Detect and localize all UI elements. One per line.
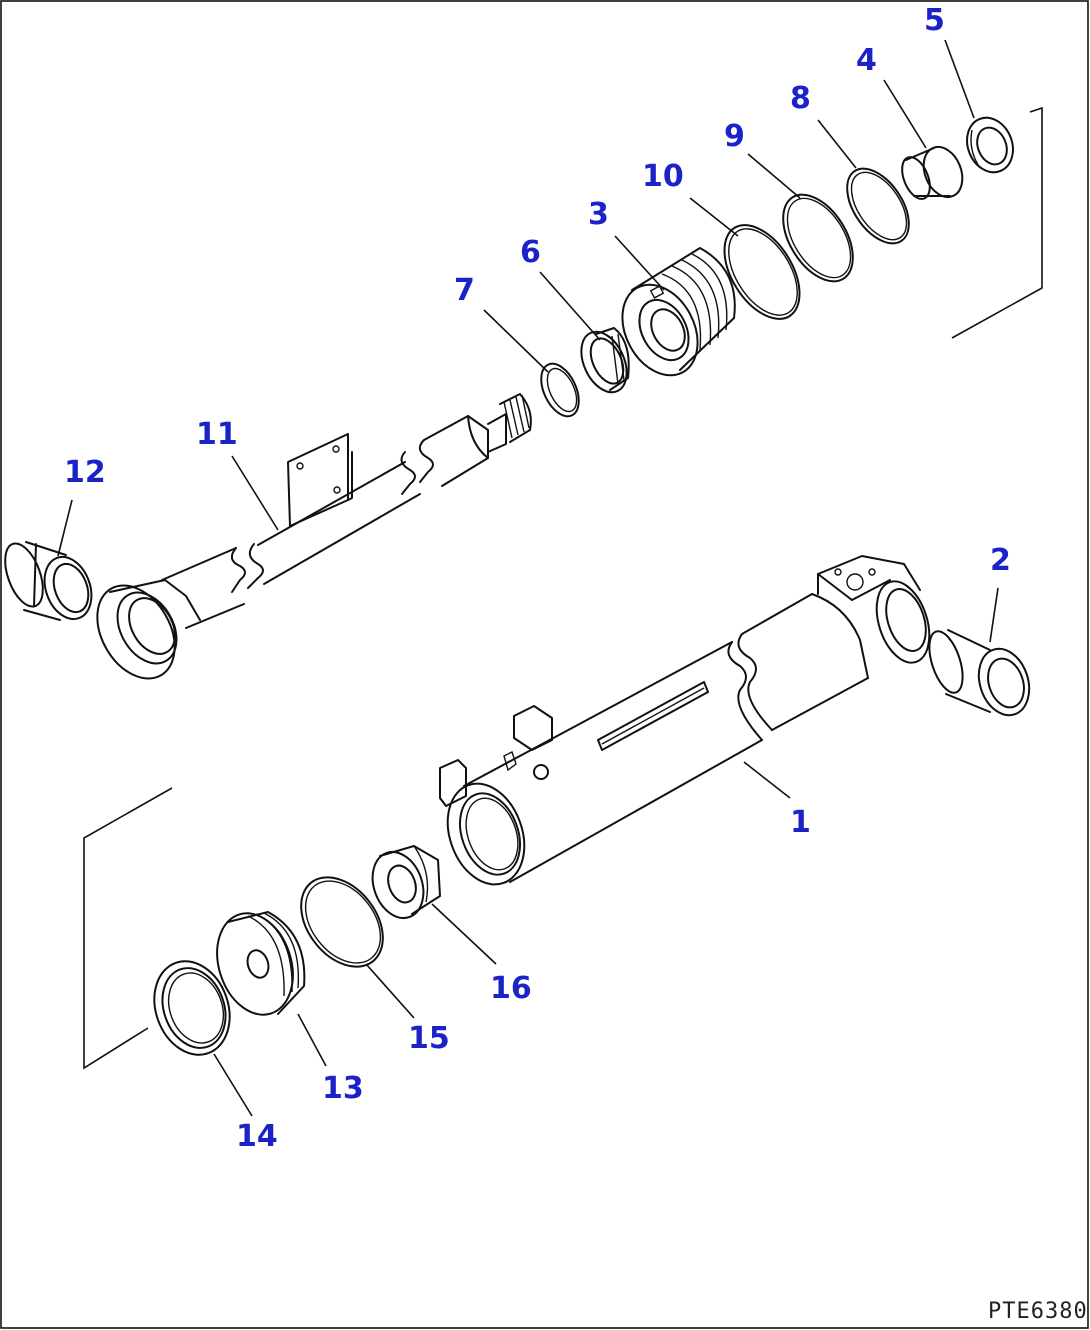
snap-ring xyxy=(540,362,580,418)
callout-16: 16 xyxy=(490,971,532,1006)
piston-group-bracket-top xyxy=(951,106,1043,339)
callout-14: 14 xyxy=(236,1119,278,1154)
piston-group-bracket-bottom xyxy=(83,787,173,1070)
piston-ring-10-inner xyxy=(728,228,798,316)
callout-3: 3 xyxy=(588,197,609,232)
rod-nut xyxy=(580,327,630,394)
piston-ring-8-inner xyxy=(850,171,908,241)
rod-bushing xyxy=(4,541,93,621)
head-body xyxy=(216,911,306,1016)
piston-ring-9 xyxy=(782,193,854,283)
callout-13: 13 xyxy=(322,1071,364,1106)
callout-11: 11 xyxy=(196,417,238,452)
callout-4: 4 xyxy=(856,43,877,78)
callout-5: 5 xyxy=(924,3,945,38)
seal-ring xyxy=(153,960,231,1056)
piston-ring-10 xyxy=(723,224,801,320)
callout-15: 15 xyxy=(408,1021,450,1056)
leader-lines xyxy=(57,39,999,1117)
callout-1: 1 xyxy=(790,805,811,840)
piston-ring-8 xyxy=(846,167,910,245)
cylinder-tube xyxy=(439,555,931,886)
retainer-ring xyxy=(966,116,1014,174)
collar xyxy=(901,145,964,200)
piston-rod xyxy=(96,393,532,680)
callout-6: 6 xyxy=(520,235,541,270)
callout-2: 2 xyxy=(990,543,1011,578)
callout-7: 7 xyxy=(454,273,475,308)
clevis-bushing xyxy=(928,629,1031,717)
drawing-code: PTE6380 xyxy=(988,1299,1088,1324)
o-ring xyxy=(300,876,384,968)
callout-8: 8 xyxy=(790,81,811,116)
piston-ring-9-inner xyxy=(786,197,852,279)
callout-10: 10 xyxy=(642,159,684,194)
callout-12: 12 xyxy=(64,455,106,490)
cylinder-head xyxy=(371,845,441,919)
piston xyxy=(621,247,736,377)
callout-9: 9 xyxy=(724,119,745,154)
